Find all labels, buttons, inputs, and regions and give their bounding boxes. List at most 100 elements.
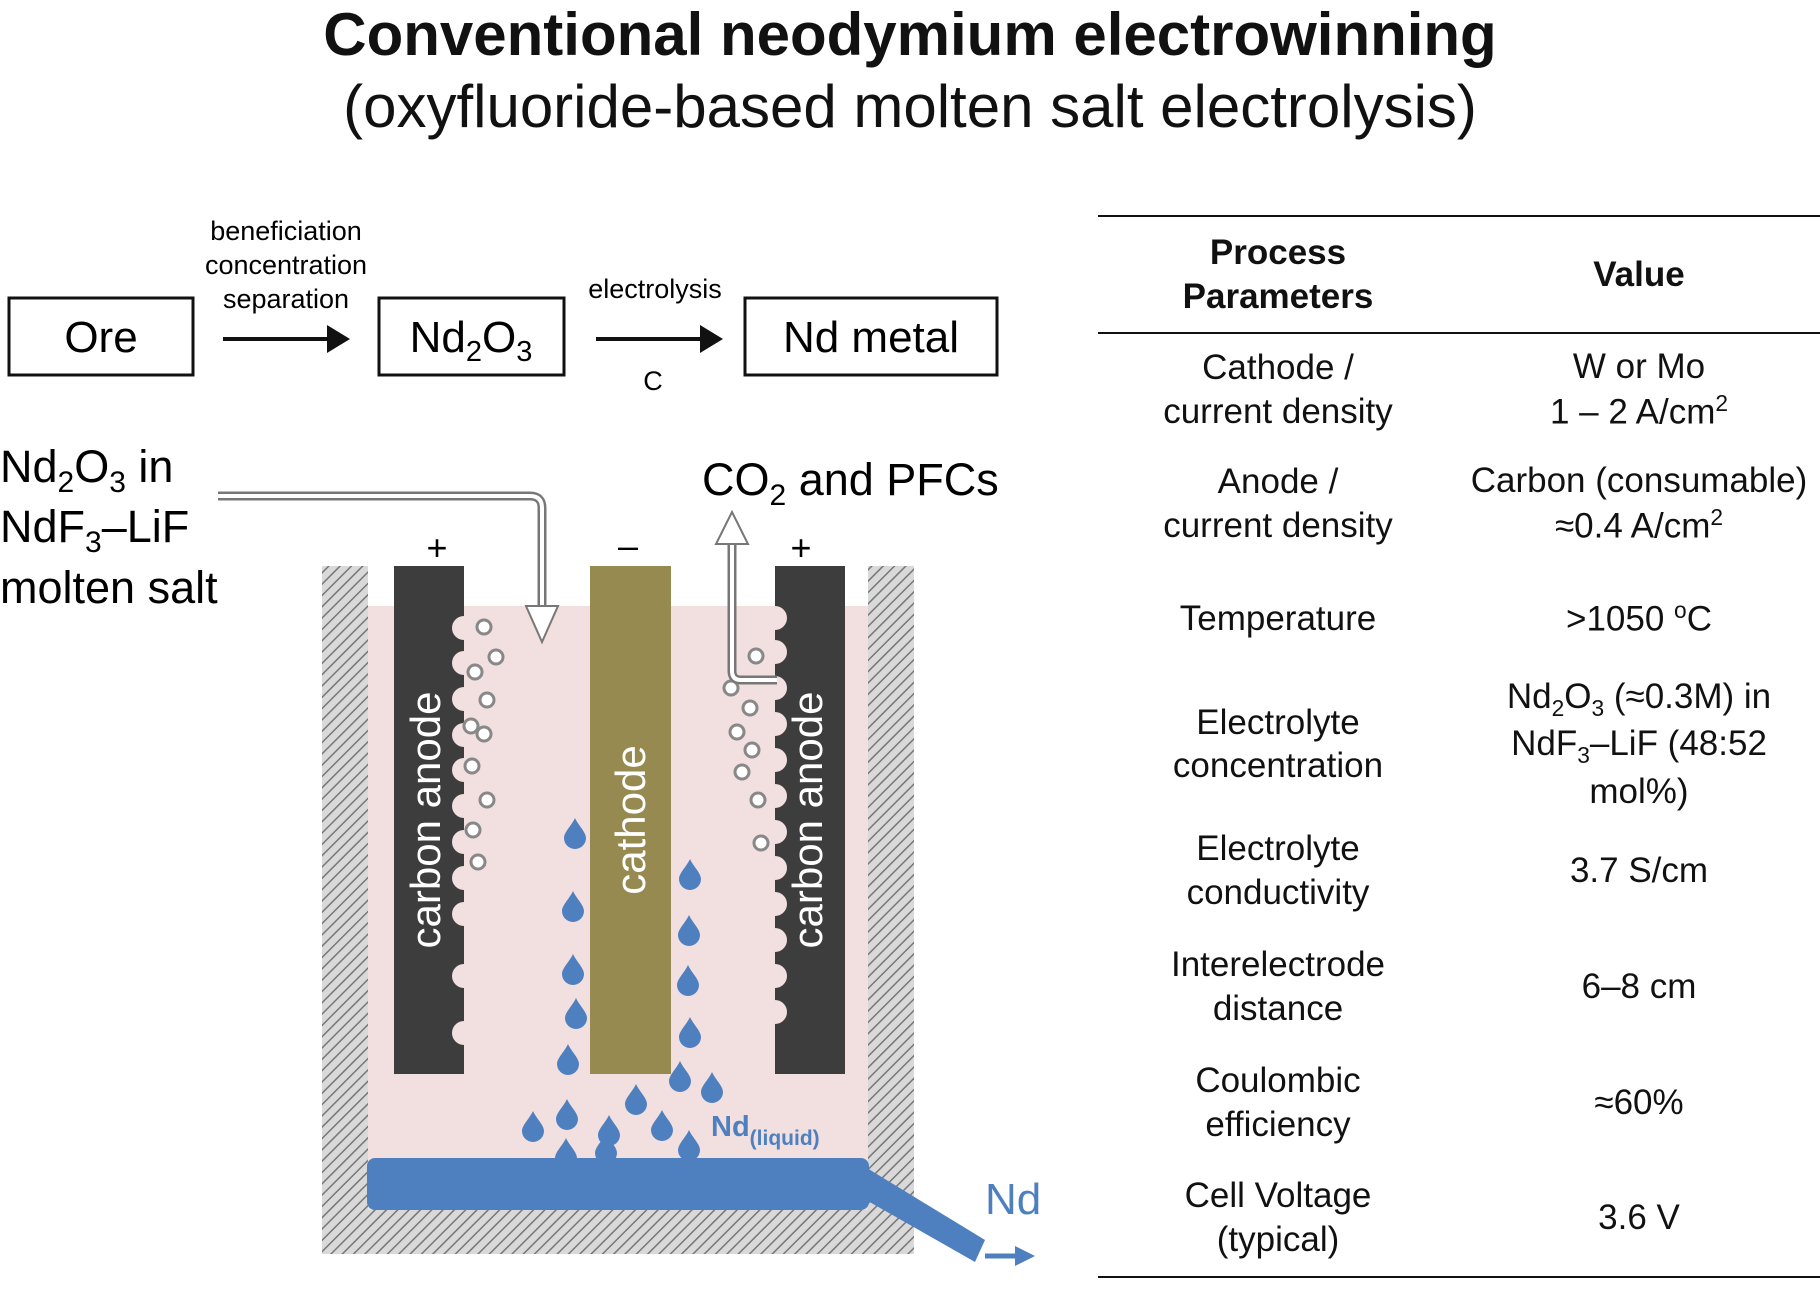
nd-droplet	[651, 1110, 673, 1141]
anode-left-polarity: +	[426, 527, 447, 568]
cathode: cathode	[590, 566, 671, 1074]
carbon-anode-right: carbon anode	[763, 566, 845, 1074]
nd-droplet	[625, 1084, 647, 1115]
nd-droplet	[557, 1044, 579, 1075]
anode-right-scallops	[763, 606, 787, 1024]
nd-droplet	[565, 998, 587, 1029]
carbon-anode-left: carbon anode	[394, 566, 476, 1074]
nd-droplet	[677, 965, 699, 996]
ore-box: Ore	[7, 296, 195, 377]
step1-label-beneficiation: beneficiation	[210, 216, 362, 246]
nd-droplet	[556, 1099, 578, 1130]
gas-bubble	[487, 648, 505, 666]
anode-scallop	[763, 748, 787, 772]
nd-droplet	[678, 915, 700, 946]
gas-bubble	[722, 679, 740, 697]
liquid-nd-pool	[367, 1158, 1035, 1266]
step2-label-carbon: C	[643, 366, 663, 396]
anode-scallop	[452, 1021, 476, 1045]
gas-bubble	[749, 791, 767, 809]
gas-label: CO2 and PFCs	[702, 454, 999, 512]
gas-bubble	[747, 647, 765, 665]
feed-label-line2: NdF3–LiF	[0, 501, 189, 559]
anode-left-label: carbon anode	[402, 692, 449, 949]
diagram-subtitle: (oxyfluoride-based molten salt electroly…	[343, 73, 1477, 140]
table-row: Cell Voltage(typical) 3.6 V	[1098, 1160, 1820, 1278]
step1-arrow: beneficiation concentration separation	[205, 216, 367, 353]
gas-bubble	[743, 741, 761, 759]
gas-bubble	[733, 763, 751, 781]
anode-scallop	[763, 712, 787, 736]
gas-bubble	[741, 699, 759, 717]
diagram-title: Conventional neodymium electrowinning	[323, 1, 1497, 68]
oxide-label: Nd2O3	[410, 313, 533, 368]
feed-arrow	[218, 491, 560, 645]
table-row: Anode /current density Carbon (consumabl…	[1098, 446, 1820, 562]
anode-scallop	[452, 794, 476, 818]
anode-scallop	[763, 820, 787, 844]
nd-droplet	[679, 859, 701, 890]
anode-scallop	[452, 964, 476, 988]
anode-scallop	[763, 928, 787, 952]
anode-scallop	[763, 784, 787, 808]
param-cell: Anode /current density	[1163, 462, 1393, 545]
anode-scallop	[452, 902, 476, 926]
param-cell: Temperature	[1179, 598, 1377, 638]
nd-droplet	[701, 1072, 723, 1103]
header-value: Value	[1458, 215, 1820, 334]
step1-label-separation: separation	[223, 284, 349, 314]
anode-scallop	[452, 687, 476, 711]
anode-scallop	[763, 964, 787, 988]
gas-bubble	[463, 757, 481, 775]
gas-bubbles	[462, 618, 770, 871]
nd-droplet	[595, 1133, 617, 1164]
nd-output-label: Nd	[985, 1175, 1041, 1224]
anode-scallop	[763, 856, 787, 880]
nd-droplets	[522, 818, 723, 1169]
gas-bubble	[478, 691, 496, 709]
step2-arrow: electrolysis C	[588, 274, 723, 396]
feed-label-line3: molten salt	[0, 562, 218, 613]
param-cell: Cell Voltage(typical)	[1098, 1160, 1458, 1278]
gas-bubble	[462, 717, 480, 735]
anode-scallop	[763, 892, 787, 916]
anode-right-label: carbon anode	[784, 692, 831, 949]
nd-droplet	[522, 1111, 544, 1142]
gas-bubble	[475, 618, 493, 636]
gas-bubble	[464, 821, 482, 839]
cell-wall-bottom	[322, 1210, 914, 1254]
anode-scallop	[763, 606, 787, 630]
cell-wall-left	[322, 566, 368, 1254]
gas-bubble	[752, 834, 770, 852]
nd-droplet	[564, 818, 586, 849]
gas-bubble	[466, 663, 484, 681]
ore-label: Ore	[64, 313, 137, 362]
cell-wall-right	[868, 566, 914, 1254]
table-row: Temperature >1050 oC	[1098, 562, 1820, 675]
value-cell: 3.7 S/cm	[1569, 851, 1709, 891]
nd-droplet	[562, 891, 584, 922]
gas-bubble	[469, 853, 487, 871]
feed-label-line1: Nd2O3 in	[0, 441, 173, 499]
gas-arrow	[714, 509, 777, 685]
anode-scallop	[763, 640, 787, 664]
value-cell: ≈60%	[1594, 1082, 1684, 1122]
anode-scallop	[452, 866, 476, 890]
step1-label-concentration: concentration	[205, 250, 367, 280]
nd-droplet	[678, 1130, 700, 1161]
value-cell: 6–8 cm	[1581, 966, 1697, 1006]
oxide-box: Nd2O3	[377, 296, 566, 377]
nd-droplet	[555, 1138, 577, 1169]
